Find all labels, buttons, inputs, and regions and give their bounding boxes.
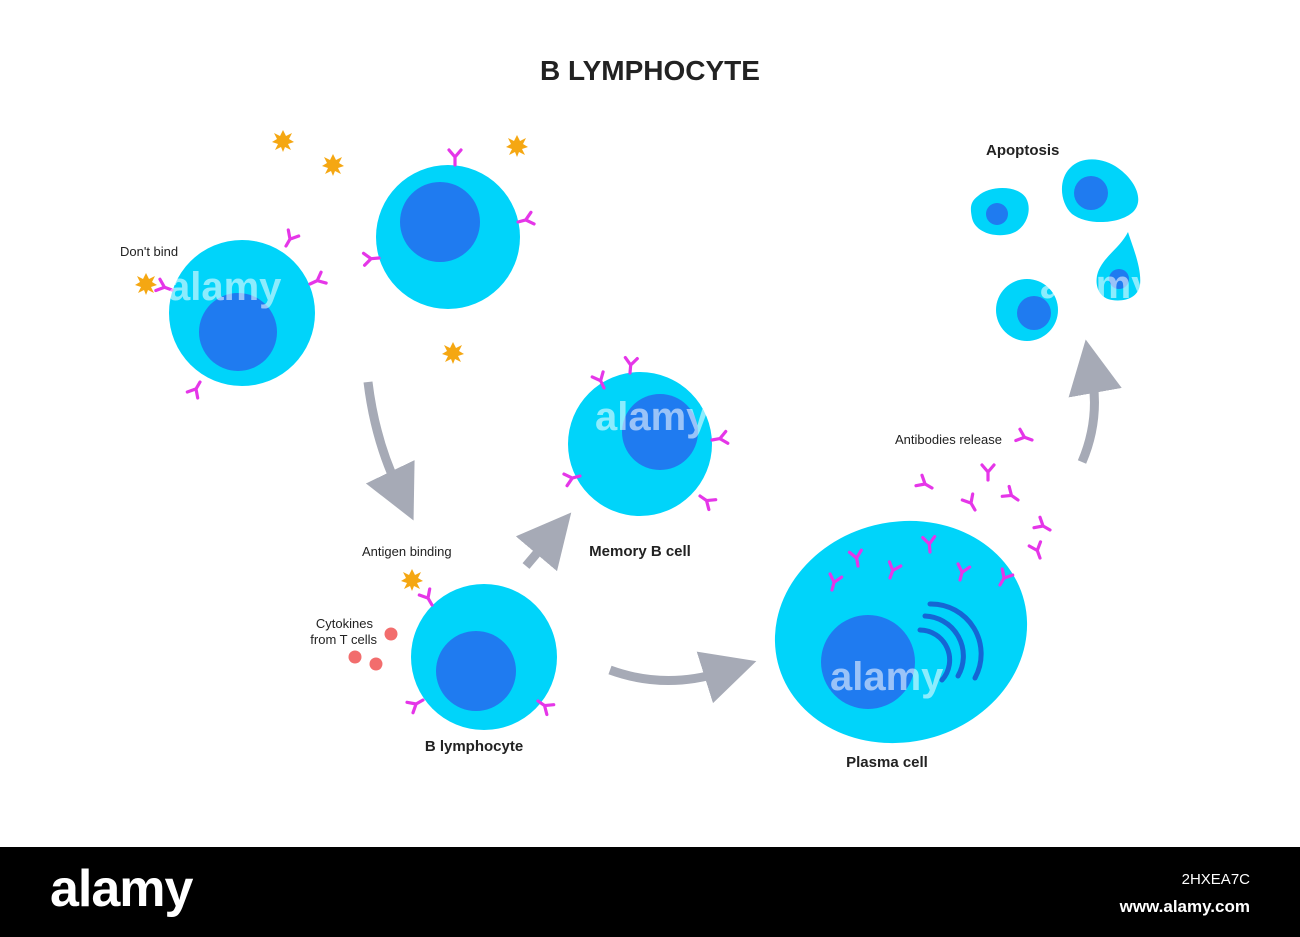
endoplasmic-reticulum xyxy=(917,601,984,683)
label-apoptosis: Apoptosis xyxy=(986,142,1059,159)
antibody-receptor xyxy=(622,355,639,376)
watermark-text: alamy xyxy=(168,265,282,309)
antibody-receptor xyxy=(694,489,718,512)
watermark-text: alamy xyxy=(1040,263,1154,307)
label-dont-bind: Don't bind xyxy=(120,244,178,259)
nucleus xyxy=(199,293,277,371)
antibody-receptor xyxy=(514,210,536,230)
antibody-receptor xyxy=(279,228,301,251)
b-cell-unbound-left xyxy=(154,228,328,400)
antibody xyxy=(1027,540,1048,562)
antibody xyxy=(960,492,982,515)
diagram-title: B LYMPHOCYTE xyxy=(540,55,760,86)
footer-url: www.alamy.com xyxy=(1119,897,1250,916)
antibody-receptor xyxy=(361,250,382,267)
antigen xyxy=(135,273,157,295)
antigen xyxy=(272,130,294,152)
b-lymphocyte-diagram: B LYMPHOCYTE xyxy=(120,55,1154,771)
nucleus xyxy=(821,615,915,709)
antibody-receptor xyxy=(305,270,328,292)
label-cytokines-line2: from T cells xyxy=(310,632,377,647)
arrow-to-antigen-binding xyxy=(363,381,415,521)
label-b-lymphocyte: B lymphocyte xyxy=(425,738,523,755)
antigen xyxy=(401,569,423,591)
antibody xyxy=(914,473,937,495)
memory-b-cell xyxy=(562,355,730,516)
watermark-text: alamy xyxy=(595,395,709,439)
antibody-receptor xyxy=(709,429,730,448)
antibody xyxy=(1014,427,1036,448)
footer-bar: alamy 2HXEA7C www.alamy.com xyxy=(0,847,1300,937)
antigen xyxy=(322,154,344,176)
footer-image-id: 2HXEA7C xyxy=(1181,871,1250,888)
nucleus xyxy=(400,182,480,262)
label-antibodies-release: Antibodies release xyxy=(895,432,1002,447)
antibody xyxy=(980,463,996,482)
antibody xyxy=(1032,515,1055,537)
antigen xyxy=(506,135,528,157)
watermarks: alamy alamy alamy alamy xyxy=(168,263,1154,699)
apoptotic-cells xyxy=(970,159,1141,341)
label-cytokines-line1: Cytokines xyxy=(316,616,374,631)
label-memory-b-cell: Memory B cell xyxy=(589,543,691,560)
b-cell-unbound-top xyxy=(361,148,536,309)
antibody-receptor xyxy=(405,693,428,715)
nucleus xyxy=(622,394,698,470)
footer-logo: alamy xyxy=(50,860,193,918)
arrow-to-apoptosis xyxy=(1068,339,1122,464)
cytokine xyxy=(348,650,362,664)
antibody-receptor xyxy=(447,148,463,167)
plasma-cell xyxy=(774,520,1028,744)
label-antigen-binding: Antigen binding xyxy=(362,544,452,559)
b-lymphocyte-activated xyxy=(405,584,557,730)
watermark-text: alamy xyxy=(830,655,944,699)
label-plasma-cell: Plasma cell xyxy=(846,754,928,771)
cytokine xyxy=(369,657,383,671)
cytokine xyxy=(384,627,398,641)
arrow-to-memory-cell xyxy=(515,512,572,572)
antigen xyxy=(442,342,464,364)
arrow-to-plasma-cell xyxy=(608,651,757,704)
nucleus xyxy=(436,631,516,711)
antibody xyxy=(1000,484,1024,507)
antibody-receptor xyxy=(185,377,207,400)
